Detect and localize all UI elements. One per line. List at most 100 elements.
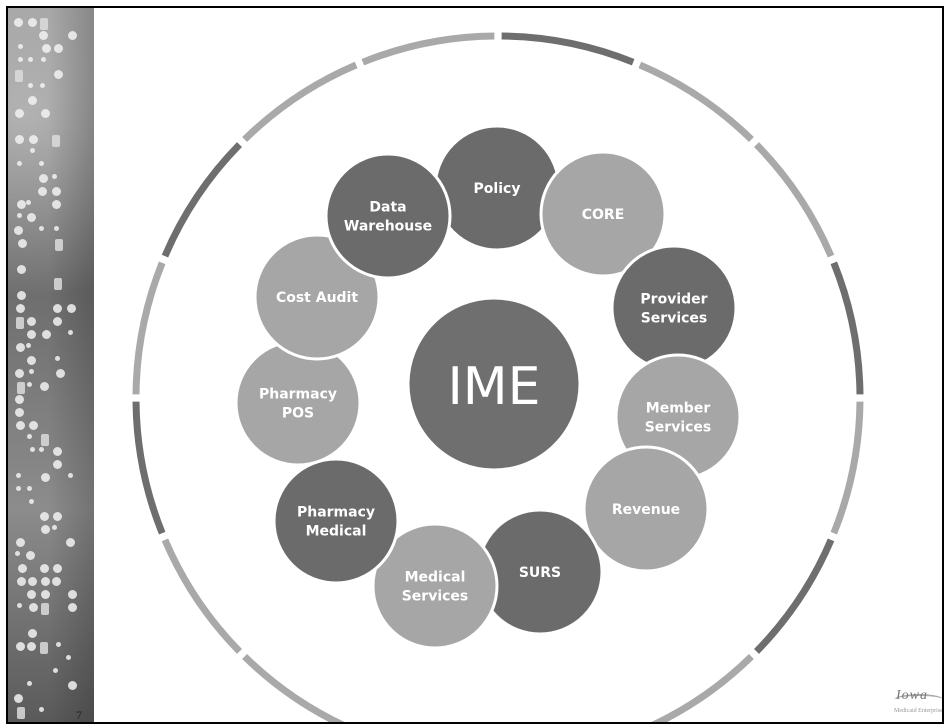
center-circle <box>406 296 582 472</box>
decorative-dot <box>16 642 25 651</box>
decorative-dot <box>41 473 50 482</box>
outer-ring-segment <box>638 61 754 142</box>
decorative-dot <box>16 486 21 491</box>
decorative-dot <box>15 551 20 556</box>
decorative-dot <box>30 148 35 153</box>
decorative-dot <box>27 382 32 387</box>
decorative-dot <box>40 18 48 30</box>
decorative-dot <box>18 44 23 49</box>
decorative-dot <box>68 473 73 478</box>
decorative-dot <box>26 200 31 205</box>
node-label-medical-services: Medical <box>405 570 466 586</box>
decorative-dot <box>66 538 75 547</box>
decorative-dot <box>41 57 46 62</box>
outer-ring-segment <box>161 142 242 258</box>
decorative-dot <box>39 174 48 183</box>
decorative-side-strip <box>8 8 94 722</box>
decorative-dot <box>16 304 25 313</box>
decorative-dot <box>68 603 77 612</box>
decorative-dot <box>27 330 36 339</box>
decorative-dot <box>27 317 36 326</box>
decorative-dot <box>29 369 34 374</box>
node-data-warehouse <box>324 152 452 280</box>
node-cost-audit <box>253 233 381 361</box>
decorative-dot <box>29 603 38 612</box>
outer-ring-segment <box>242 654 345 722</box>
decorative-dot <box>27 486 32 491</box>
decorative-dot <box>42 44 51 53</box>
decorative-dot <box>17 200 26 209</box>
decorative-dot <box>56 642 61 647</box>
decorative-dot <box>41 590 50 599</box>
decorative-dot <box>18 564 27 573</box>
outer-ring-segment <box>754 142 835 258</box>
decorative-dot <box>41 434 49 446</box>
decorative-dot <box>55 239 63 251</box>
logo-tagline: Medicaid Enterprise <box>894 708 943 714</box>
decorative-dot <box>68 681 77 690</box>
decorative-dot <box>17 213 22 218</box>
outer-ring-segment <box>132 261 166 395</box>
decorative-dot <box>53 668 58 673</box>
node-label-data-warehouse: Data <box>369 200 406 216</box>
decorative-dot <box>29 421 38 430</box>
decorative-dot <box>54 44 63 53</box>
decorative-dot <box>29 499 34 504</box>
decorative-dot <box>40 564 49 573</box>
decorative-dot <box>52 577 61 586</box>
decorative-dot <box>17 161 22 166</box>
decorative-dot <box>17 577 26 586</box>
outer-ring-segment <box>754 538 835 654</box>
decorative-dot <box>14 694 23 703</box>
decorative-dot <box>26 343 31 348</box>
decorative-dot <box>30 447 35 452</box>
node-provider-services <box>610 244 738 372</box>
decorative-dot <box>17 265 26 274</box>
decorative-dot <box>27 356 36 365</box>
decorative-dot <box>16 421 25 430</box>
node-pharmacy-medical <box>272 457 400 585</box>
node-label-pharmacy-pos: Pharmacy <box>259 387 337 403</box>
outer-ring-segment <box>361 32 495 66</box>
decorative-dot <box>27 434 32 439</box>
decorative-dot <box>41 525 50 534</box>
decorative-dot <box>68 330 73 335</box>
decorative-dot <box>18 239 27 248</box>
decorative-dot <box>15 395 24 404</box>
decorative-dot <box>53 460 62 469</box>
decorative-dot <box>54 226 59 231</box>
decorative-dot <box>52 187 61 196</box>
decorative-dot <box>40 512 49 521</box>
node-label-core: CORE <box>582 207 625 223</box>
decorative-dot <box>27 681 32 686</box>
decorative-dot <box>27 213 36 222</box>
node-label-surs: SURS <box>519 565 561 581</box>
decorative-dot <box>53 564 62 573</box>
decorative-dot <box>16 473 21 478</box>
outer-ring-segment <box>501 32 635 66</box>
outer-ring-segment <box>242 61 358 142</box>
decorative-dot <box>28 577 37 586</box>
decorative-dot <box>15 70 23 82</box>
node-label-policy: Policy <box>474 181 521 197</box>
decorative-dot <box>27 590 36 599</box>
logo-script: Iowa <box>896 688 928 703</box>
decorative-dot <box>17 291 26 300</box>
decorative-dot <box>53 512 62 521</box>
decorative-dot <box>18 57 23 62</box>
decorative-dot <box>16 538 25 547</box>
outer-ring-segment <box>830 401 864 535</box>
ime-diagram: PolicyCOREProviderServicesMemberServices… <box>132 32 864 722</box>
node-label-pharmacy-pos: POS <box>282 406 314 422</box>
decorative-dot <box>39 707 44 712</box>
decorative-dot <box>40 83 45 88</box>
decorative-dot <box>17 382 25 394</box>
decorative-dot <box>28 96 37 105</box>
node-medical-services <box>371 522 499 650</box>
outer-ring-segment <box>161 538 242 654</box>
decorative-dot <box>53 304 62 313</box>
node-label-data-warehouse: Warehouse <box>344 219 432 235</box>
node-label-revenue: Revenue <box>612 502 680 518</box>
decorative-dot <box>17 707 25 719</box>
